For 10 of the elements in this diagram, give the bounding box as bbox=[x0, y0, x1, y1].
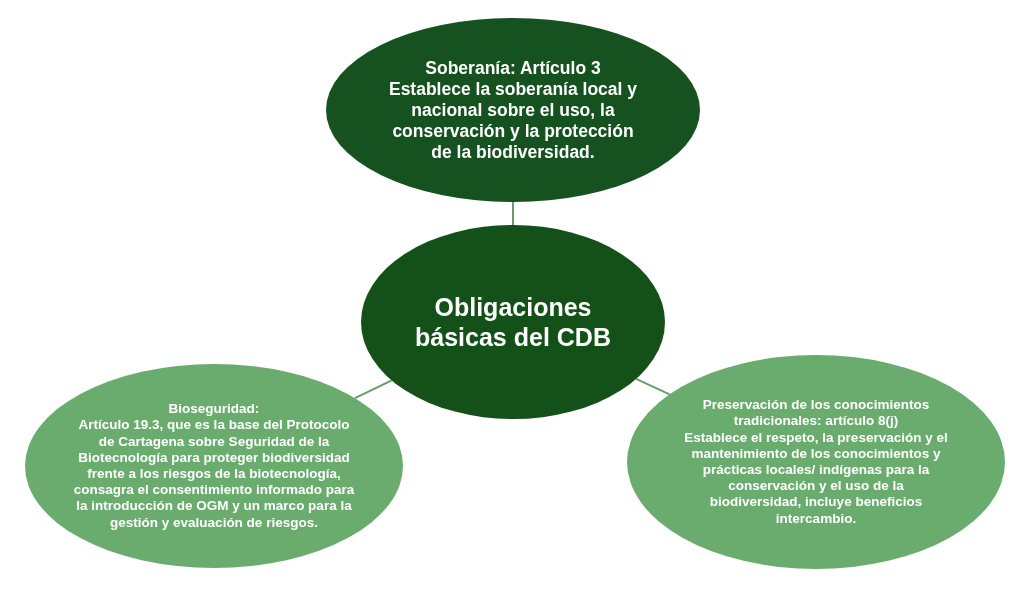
heading-text: Soberanía: Artículo 3 bbox=[424, 57, 602, 79]
connector-line bbox=[354, 379, 393, 400]
body-text: Obligaciones básicas del CDB bbox=[414, 292, 612, 352]
heading-text: Preservación de los conocimientos tradicionales: artículo 8(j) bbox=[701, 397, 931, 430]
body-text: Establece el respeto, la preservación y el mantenimiento de los conocimientos y prácticas locales/ indígenas para la conservación y el uso de la biodiversidad, incluye beneficios intercambio. bbox=[683, 429, 949, 527]
connector-line bbox=[635, 377, 671, 396]
connector-line bbox=[512, 201, 514, 226]
body-text: Artículo 19.3, que es la base del Protocolo de Cartagena sobre Seguridad de la Biotecnología para proteger biodiversidad frente a los riesgos de la biotecnología, consagra el consentimiento informado para la introducción de OGM y un marco para la gestión y evaluación de riesgos. bbox=[72, 417, 356, 531]
heading-text: Bioseguridad: bbox=[167, 401, 261, 418]
body-text: Establece la soberanía local y nacional sobre el uso, la conservación y la protección de la biodiversidad. bbox=[388, 78, 638, 163]
